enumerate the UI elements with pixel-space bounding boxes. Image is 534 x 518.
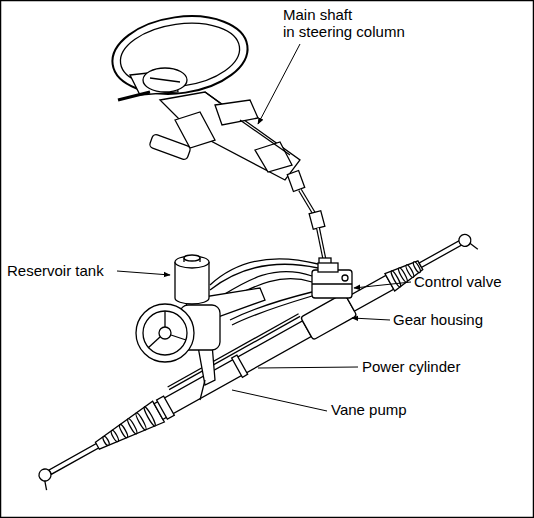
part-label-box: Vane pump: [331, 401, 407, 418]
part-label-box: Power cylinder: [362, 358, 460, 375]
part-label-box: Reservoir tank: [7, 262, 104, 279]
part-label: Main shaft in steering column: [283, 6, 405, 40]
leader-line: [117, 44, 411, 411]
control-valve: [312, 263, 352, 298]
steering-wheel: [107, 8, 252, 102]
steering-column: [149, 92, 300, 180]
reservoir-tank: [175, 255, 209, 304]
hose: [210, 259, 318, 325]
part-label: Reservoir tank: [7, 262, 104, 279]
part-label: Gear housing: [393, 311, 483, 328]
part-label-box: Control valve: [414, 273, 502, 290]
line-spacer: [358, 6, 423, 23]
part-label-box: Main shaft in steering column: [283, 6, 423, 40]
part-label: Vane pump: [331, 401, 407, 418]
intermediate-shaft: [287, 170, 331, 272]
part-label: Control valve: [414, 273, 502, 290]
part-label-box: Gear housing: [393, 311, 483, 328]
vane-pump: [136, 288, 265, 400]
part-label: Power cylinder: [362, 358, 460, 375]
